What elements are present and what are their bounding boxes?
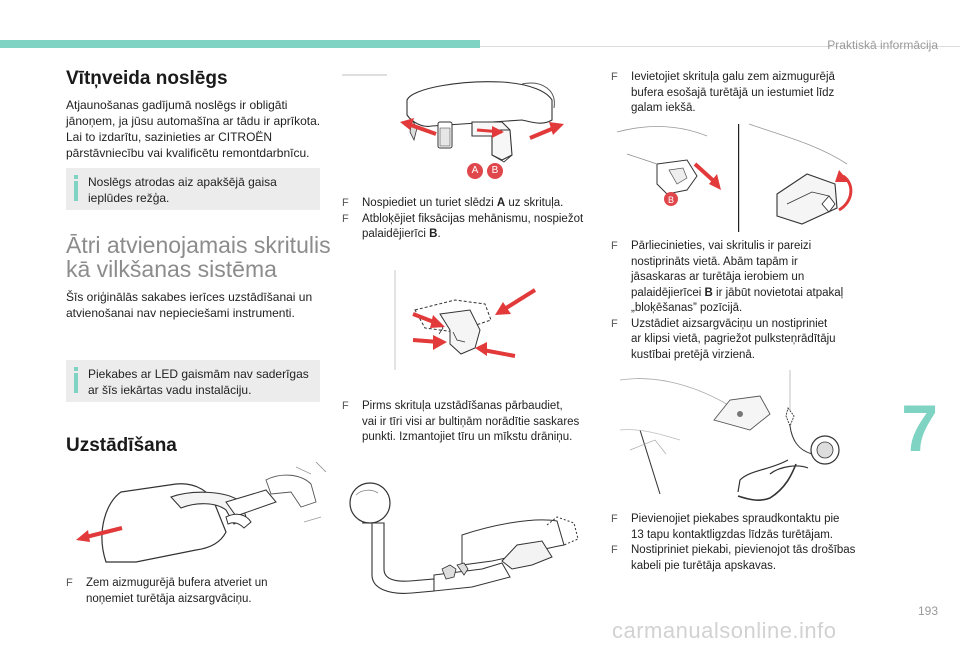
- info-note-led: Piekabes ar LED gaismām nav saderīgas ar…: [66, 360, 320, 402]
- caption-line: vai ir tīri visi ar bultiņām norādītie s…: [362, 415, 580, 428]
- bullet-icon: F: [611, 544, 618, 556]
- caption-release-mechanism: F Nospiediet un turiet slēdzi A uz skrit…: [342, 196, 602, 243]
- caption-line: nostiprināts vietā. Abām tapām ir: [631, 255, 798, 268]
- note-line: ieplūdes režģa.: [88, 191, 170, 205]
- caption-text: palaidējierīcei: [631, 286, 705, 299]
- info-note-cap-location: Noslēgs atrodas aiz apakšējā gaisa ieplū…: [66, 168, 320, 210]
- bullet-icon: F: [342, 400, 349, 412]
- caption-text: ir jābūt novietotai atpakaļ: [712, 286, 844, 299]
- callout-b: B: [487, 163, 503, 179]
- caption-line: kustībai pretējā virzienā.: [631, 348, 756, 361]
- caption-line: noņemiet turētāja aizsargvāciņu.: [86, 592, 252, 605]
- caption-line: Ievietojiet skrituļa galu zem aizmugurēj…: [631, 71, 835, 83]
- caption-bold: B: [429, 228, 438, 240]
- info-icon: [74, 367, 78, 393]
- caption-locking-check: F Pārliecinieties, vai skritulis ir pare…: [611, 239, 856, 363]
- heading-quick-release: Ātri atvienojamais skritulis kā vilkšana…: [66, 233, 336, 281]
- header-accent-bar: [0, 40, 480, 48]
- bullet-icon: F: [611, 71, 618, 83]
- heading-line: kā vilkšanas sistēma: [66, 256, 277, 282]
- caption-line: Pirms skrituļa uzstādīšanas pārbaudiet,: [362, 400, 563, 412]
- text-line: Lai to izdarītu, sazinieties ar CITROËN: [66, 130, 273, 144]
- page-number: 193: [917, 604, 938, 618]
- note-line: Piekabes ar LED gaismām nav saderīgas: [88, 367, 309, 381]
- callout-b-small: B: [668, 195, 674, 205]
- watermark: carmanualsonline.info: [612, 618, 837, 643]
- bullet-icon: F: [342, 212, 349, 225]
- caption-line: Nostipriniet piekabi, pievienojot tās dr…: [631, 544, 856, 556]
- caption-text: Atbloķējiet fiksācijas mehānismu, nospie…: [362, 212, 584, 225]
- bullet-icon: F: [66, 577, 73, 589]
- heading-line: Ātri atvienojamais skritulis: [66, 232, 331, 258]
- bullet-item: F Nostipriniet piekabi, pievienojot tās …: [611, 543, 861, 574]
- caption-text: palaidējierīci: [362, 228, 430, 240]
- heading-threaded-cap: Vītņveida noslēgs: [66, 68, 228, 89]
- caption-line: ar klipsi vietā, pagriežot pulksteņrādīt…: [631, 333, 836, 345]
- caption-cover-removal: F Zem aizmugurējā bufera atveriet un noņ…: [66, 576, 328, 607]
- text-line: pārstāvniecību vai kvalificētu remontdar…: [66, 146, 310, 160]
- text-line: jānoņem, ja jūsu automašīna ar tādu ir a…: [66, 114, 321, 128]
- note-line: Noslēgs atrodas aiz apakšējā gaisa: [88, 175, 277, 189]
- caption-line: galam iekšā.: [631, 102, 696, 114]
- caption-contact-points: F Pirms skrituļa uzstādīšanas pārbaudiet…: [342, 399, 602, 446]
- caption-line: punkti. Izmantojiet tīru un mīkstu drāni…: [362, 431, 573, 443]
- bullet-icon: F: [611, 513, 618, 525]
- info-icon: [74, 175, 78, 201]
- bullet-item: F Pirms skrituļa uzstādīšanas pārbaudiet…: [342, 399, 602, 446]
- paragraph-threaded-cap: Atjaunošanas gadījumā noslēgs ir obligāt…: [66, 97, 328, 161]
- text-line: Šīs oriģinālās sakabes ierīces uzstādīša…: [66, 290, 313, 304]
- header-rule: [480, 46, 960, 47]
- paragraph-no-tools: Šīs oriģinālās sakabes ierīces uzstādīša…: [66, 289, 328, 321]
- bullet-icon: F: [611, 240, 618, 252]
- bullet-icon: F: [342, 197, 349, 209]
- caption-trailer-connection: F Pievienojiet piekabes spraudkontaktu p…: [611, 512, 861, 574]
- caption-text: uz skrituļa.: [505, 197, 564, 209]
- illustration-insert-towball: [342, 465, 592, 595]
- bullet-icon: F: [611, 317, 618, 330]
- heading-installation: Uzstādīšana: [66, 435, 177, 456]
- bullet-item: F Pārliecinieties, vai skritulis ir pare…: [611, 239, 856, 317]
- note-line: ar šīs iekārtas vadu instalāciju.: [88, 383, 252, 397]
- bullet-item: F Nospiediet un turiet slēdzi A uz skrit…: [342, 196, 602, 212]
- callout-a: A: [467, 163, 483, 179]
- caption-line: 13 tapu kontaktligzdas līdzās turētājam.: [631, 528, 834, 541]
- text-line: atvienošanai nav nepieciešami instrument…: [66, 306, 295, 320]
- illustration-cover-removal: [76, 461, 327, 567]
- text-line: Atjaunošanas gadījumā noslēgs ir obligāt…: [66, 98, 288, 112]
- caption-bold: A: [496, 197, 506, 209]
- bullet-item: F Pievienojiet piekabes spraudkontaktu p…: [611, 512, 861, 543]
- caption-insert-towball: F Ievietojiet skrituļa galu zem aizmugur…: [611, 70, 856, 117]
- caption-text: Nospiediet un turiet slēdzi: [362, 197, 497, 209]
- section-title: Praktiskā informācija: [827, 38, 938, 52]
- caption-line: Pievienojiet piekabes spraudkontaktu pie: [631, 513, 840, 525]
- illustration-trailer-connection: [619, 370, 862, 505]
- caption-bold: B: [704, 286, 713, 299]
- caption-line: Pārliecinieties, vai skritulis ir pareiz…: [631, 240, 812, 252]
- illustration-contact-points: [394, 270, 555, 382]
- caption-line: bufera esošajā turētājā un iestumiet līd…: [631, 86, 835, 99]
- caption-line: kabeli pie turētāja apskavas.: [631, 559, 777, 572]
- illustration-release-mechanism: [342, 70, 597, 185]
- caption-line: jāsaskaras ar turētāja ierobiem un: [631, 271, 805, 283]
- bullet-item: F Zem aizmugurējā bufera atveriet un noņ…: [66, 576, 328, 607]
- illustration-locking-check: B: [616, 123, 861, 232]
- chapter-number: 7: [901, 391, 938, 465]
- caption-line: Zem aizmugurējā bufera atveriet un: [86, 577, 268, 589]
- bullet-item: F Ievietojiet skrituļa galu zem aizmugur…: [611, 70, 856, 117]
- caption-line: Uzstādiet aizsargvāciņu un nostipriniet: [631, 317, 828, 330]
- bullet-item: F Atbloķējiet fiksācijas mehānismu, nosp…: [342, 212, 602, 243]
- caption-text: .: [437, 228, 441, 240]
- bullet-item: F Uzstādiet aizsargvāciņu un nostiprinie…: [611, 317, 856, 364]
- caption-line: „bloķēšanas” pozīcijā.: [631, 302, 743, 314]
